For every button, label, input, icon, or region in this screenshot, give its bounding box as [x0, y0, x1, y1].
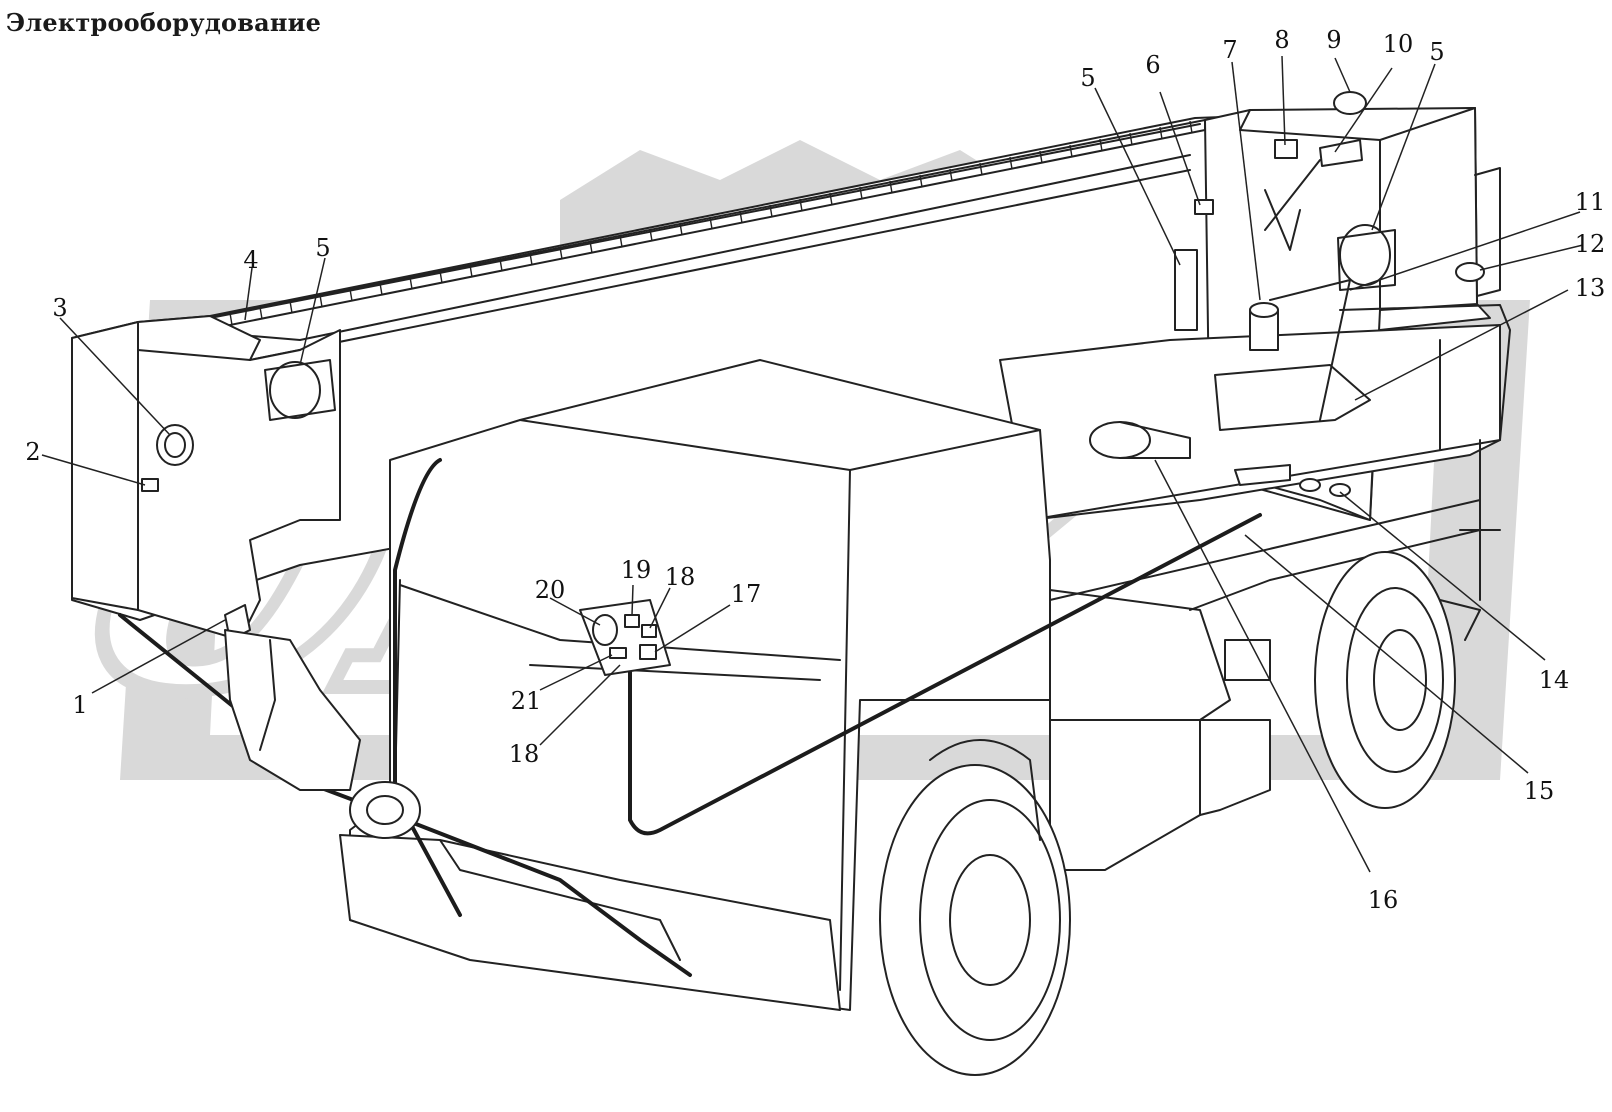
component-5-cabin-light — [1174, 249, 1198, 331]
callout-1: 1 — [72, 691, 87, 719]
components — [141, 91, 1485, 839]
callout-11: 11 — [1575, 188, 1606, 216]
component-14-switch — [1329, 483, 1351, 497]
component-21 — [609, 647, 627, 659]
component-9 — [1333, 91, 1367, 115]
front-wheel — [879, 764, 1071, 1076]
callout-21: 21 — [511, 687, 542, 715]
callout-7: 7 — [1222, 36, 1237, 64]
callout-12: 12 — [1575, 230, 1606, 258]
callout-19: 19 — [621, 556, 652, 584]
component-6 — [1194, 199, 1214, 215]
component-12 — [1455, 262, 1485, 282]
component-20-gauge — [592, 614, 618, 646]
page-title: Электрооборудование — [6, 8, 322, 37]
callout-14: 14 — [1539, 666, 1570, 694]
callout-8: 8 — [1274, 26, 1289, 54]
component-13-control-box — [1214, 364, 1371, 431]
component-10 — [1319, 139, 1363, 167]
callout-17: 17 — [731, 580, 762, 608]
callout-5-cabin: 5 — [1080, 64, 1095, 92]
component-17 — [639, 644, 657, 660]
leader-lines — [41, 55, 1584, 873]
component-3-lamp — [156, 424, 194, 466]
callout-4: 4 — [243, 246, 258, 274]
component-16 — [1224, 639, 1271, 681]
wheels — [879, 439, 1501, 1076]
callout-18-lower: 18 — [509, 740, 540, 768]
callout-16: 16 — [1368, 886, 1399, 914]
component-8 — [1274, 139, 1298, 159]
component-19 — [624, 614, 640, 628]
callout-5-boom-left: 5 — [315, 234, 330, 262]
component-2 — [141, 478, 159, 492]
front-headlight — [349, 781, 421, 839]
rear-wheel — [1314, 551, 1456, 809]
callout-13: 13 — [1575, 274, 1606, 302]
truck-cab — [339, 359, 1481, 1011]
callout-6: 6 — [1145, 51, 1160, 79]
callout-3: 3 — [52, 294, 67, 322]
callout-20: 20 — [535, 576, 566, 604]
callout-5-boom-right: 5 — [1429, 38, 1444, 66]
callout-15: 15 — [1524, 777, 1555, 805]
callout-18-upper: 18 — [665, 563, 696, 591]
callout-2: 2 — [25, 438, 40, 466]
callout-9: 9 — [1326, 26, 1341, 54]
component-5-floodlight-left — [269, 361, 321, 419]
callout-labels: 1 2 3 4 5 5 5 6 7 8 9 10 11 12 13 14 15 … — [25, 26, 1605, 914]
callout-10: 10 — [1383, 30, 1414, 58]
component-18 — [641, 624, 657, 638]
